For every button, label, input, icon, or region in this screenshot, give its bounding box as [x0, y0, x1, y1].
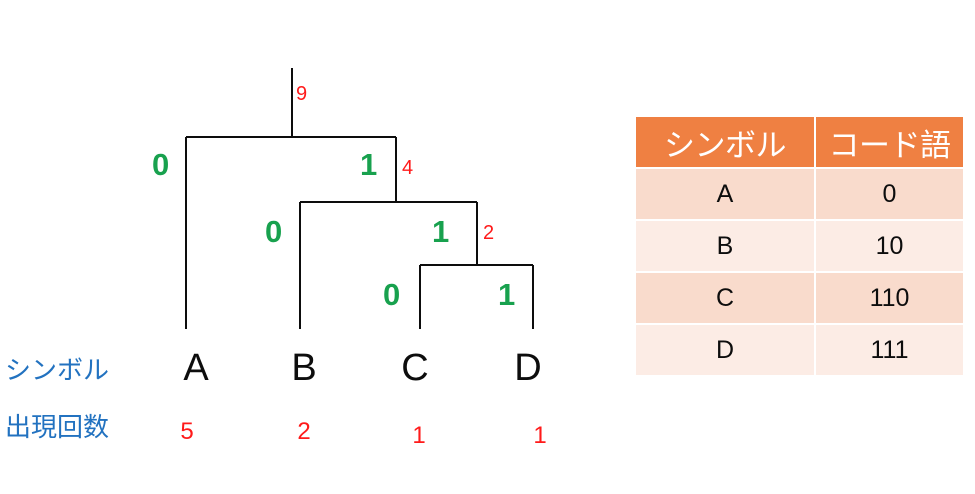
leaf-symbol-c: C — [401, 347, 429, 389]
table-header-codeword: コード語 — [814, 115, 965, 169]
leaf-count-a: 5 — [180, 418, 194, 445]
table-cell-symbol: A — [634, 167, 816, 221]
row-label-count: 出現回数 — [5, 412, 110, 442]
weight-root: 9 — [296, 83, 308, 105]
huffman-tree-graphic — [185, 68, 534, 329]
leaf-symbol-a: A — [183, 347, 209, 389]
table-cell-symbol: D — [634, 323, 816, 377]
table-cell-code: 111 — [814, 323, 965, 377]
table-header-row: シンボル コード語 — [634, 115, 965, 169]
leaf-count-d: 1 — [533, 422, 547, 449]
table-cell-code: 110 — [814, 271, 965, 325]
table-cell-symbol: B — [634, 219, 816, 273]
weight-internal2: 2 — [483, 222, 495, 244]
table-header-symbol: シンボル — [634, 115, 816, 169]
table-cell-code: 10 — [814, 219, 965, 273]
bit-label-internal1-left: 0 — [265, 214, 283, 249]
bit-label-root-right: 1 — [360, 147, 378, 182]
table-row: B 10 — [634, 219, 965, 273]
row-label-symbol: シンボル — [5, 355, 110, 385]
bit-label-internal2-left: 0 — [383, 277, 401, 312]
table-cell-symbol: C — [634, 271, 816, 325]
leaf-count-c: 1 — [412, 422, 426, 449]
leaf-count-b: 2 — [297, 418, 311, 445]
table-row: C 110 — [634, 271, 965, 325]
bit-label-internal2-right: 1 — [498, 277, 516, 312]
weight-internal1: 4 — [402, 157, 414, 179]
bit-label-internal1-right: 1 — [432, 214, 450, 249]
table-cell-code: 0 — [814, 167, 965, 221]
leaf-symbol-d: D — [514, 347, 542, 389]
table-row: A 0 — [634, 167, 965, 221]
table-row: D 111 — [634, 323, 965, 377]
code-word-table: シンボル コード語 A 0 B 10 C 110 D 111 — [634, 115, 965, 377]
bit-label-root-left: 0 — [152, 147, 170, 182]
leaf-symbol-b: B — [291, 347, 317, 389]
